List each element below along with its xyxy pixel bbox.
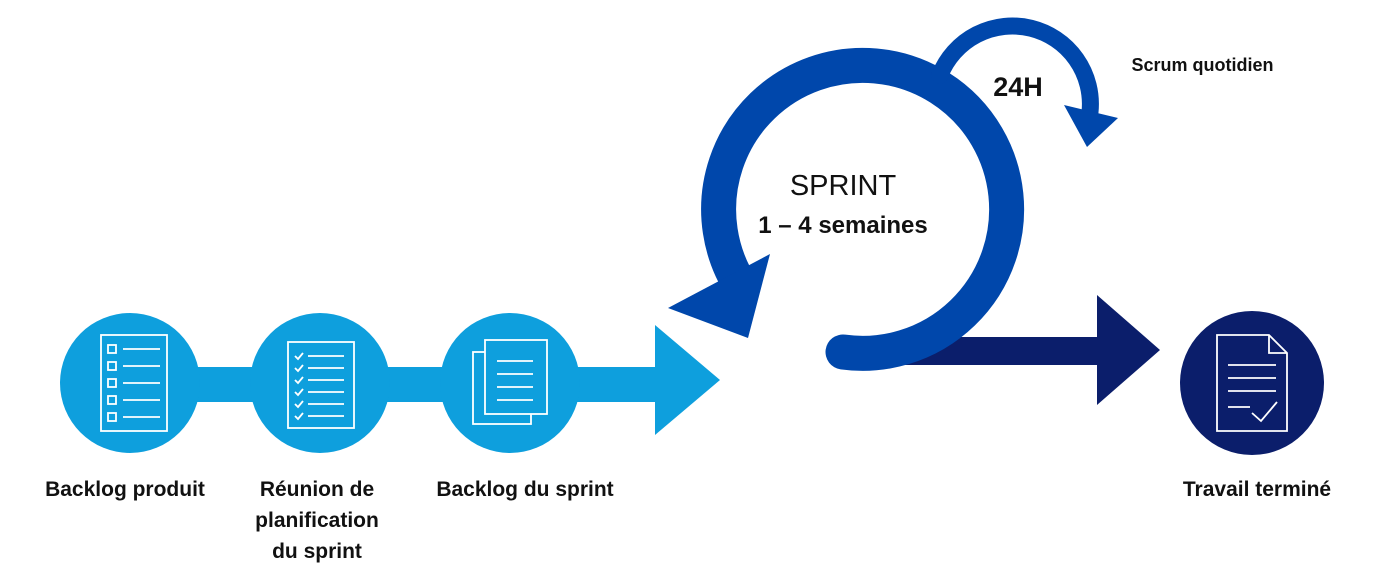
backlog-sprint-label-line: Backlog du sprint (436, 478, 614, 501)
daily-scrum-loop-arrow-head (1064, 105, 1118, 147)
sprint-loop-arrow (701, 47, 1025, 371)
reunion-planification-label: Réunion de planification du sprint (222, 474, 412, 567)
process-arrow-head (655, 325, 720, 435)
travail-termine-label: Travail terminé (1182, 478, 1332, 501)
backlog-produit-label-line: Backlog produit (45, 478, 205, 501)
reunion-planification-label-line: Réunion de (259, 478, 375, 501)
daily-period-label: 24H (993, 72, 1043, 102)
reunion-planification-label-line: planification (255, 509, 379, 532)
travail-termine-circle (1180, 311, 1324, 455)
sprint-duration: 1 – 4 semaines (758, 212, 928, 239)
backlog-produit-label: Backlog produit (25, 474, 225, 505)
documents-icon (472, 339, 548, 425)
reunion-planification-label-line: du sprint (272, 540, 362, 563)
document-check-icon (1216, 334, 1288, 432)
checklist-icon (100, 334, 168, 432)
reunion-planification-circle (250, 313, 390, 453)
backlog-sprint-label: Backlog du sprint (410, 474, 640, 505)
daily-scrum-label: Scrum quotidien (1131, 55, 1274, 75)
sprint-title: SPRINT (789, 170, 897, 202)
process-connector-band (125, 367, 665, 402)
checked-list-icon (287, 341, 355, 429)
output-arrow (840, 295, 1160, 405)
daily-scrum-loop-arrow (931, 17, 1099, 121)
sprint-loop-arrow-head (668, 254, 770, 338)
